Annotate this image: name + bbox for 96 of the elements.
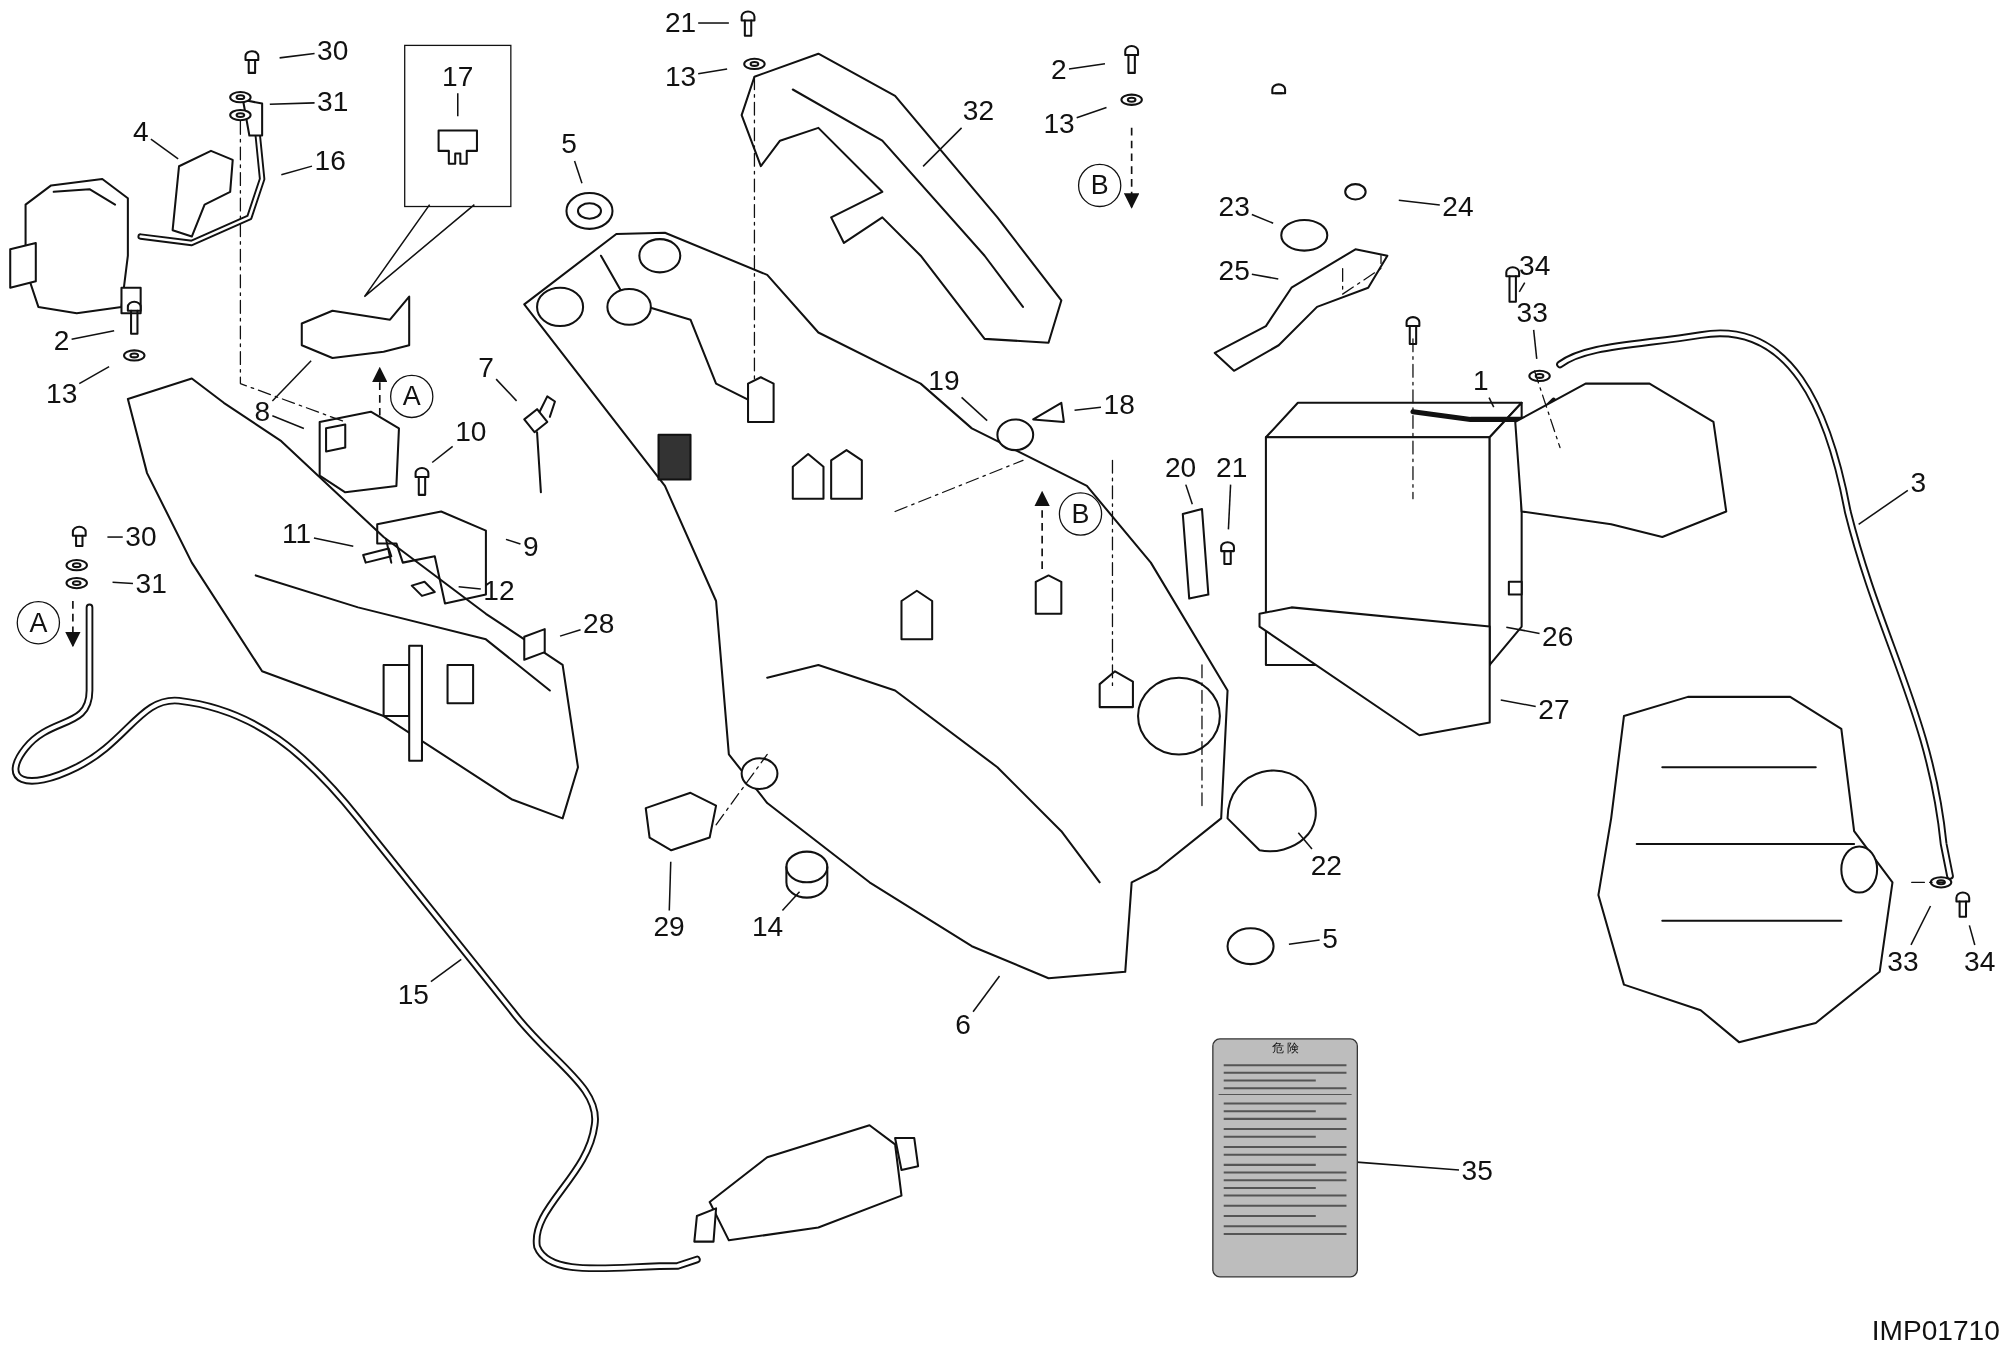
callout-number: 21 [1214,452,1249,484]
leader-line [271,359,312,402]
leader-line [1075,106,1108,119]
leader-line [781,890,801,912]
leader-line [70,330,115,341]
callout-number: 28 [581,608,616,640]
leader-line [495,378,518,402]
leader-line [457,92,459,118]
leader-line [1505,626,1541,635]
callout-number: 8 [253,396,272,428]
callout-number: 31 [134,569,169,600]
callout-number: 13 [663,61,698,93]
leader-line [280,165,313,176]
leader-line [668,861,672,912]
leader-line [431,445,454,464]
callout-number: 32 [961,95,996,127]
leader-line [1968,924,1976,946]
leader-line [106,536,124,538]
leader-line [1500,699,1537,708]
callout-number: 30 [124,521,158,553]
inset-frame [404,44,512,208]
leader-line [960,396,988,422]
callout-number: 2 [52,326,71,357]
leader-line [1288,939,1321,945]
callout-number: 19 [927,365,961,397]
leader-line [505,538,522,545]
callout-number: 6 [953,1010,973,1041]
callout-number: 34 [1517,250,1552,282]
leader-line [278,52,316,59]
leader-line [1532,329,1538,360]
callout-number: 30 [315,35,350,67]
leader-line [313,537,355,547]
leader-line [1910,905,1932,946]
callout-number: 9 [521,531,540,563]
leader-line [697,68,728,75]
leader-line [697,22,730,24]
callout-number: 5 [1320,923,1340,954]
leader-line [1857,489,1909,526]
warning-label [1212,1038,1358,1278]
leader-line [559,628,582,637]
leader-line [1185,483,1194,505]
reference-circle: A [390,374,434,419]
callout-number: 13 [1042,108,1076,140]
leader-line [269,102,316,106]
callout-number: 24 [1441,191,1475,223]
warning-heading: 危 険 [1270,1042,1300,1057]
callout-number: 2 [1049,55,1069,86]
leader-line [111,581,134,585]
leader-line [1251,213,1274,224]
leader-line [1398,199,1441,206]
leader-line [1073,406,1102,412]
leader-line [1518,281,1526,293]
callout-number: 5 [560,129,579,160]
callout-number: 10 [453,416,488,448]
leader-line [1068,63,1106,70]
leader-line [150,138,179,160]
leader-line [430,958,462,983]
leader-line [1227,483,1232,531]
callout-number: 21 [663,7,698,39]
callout-number: 3 [1909,468,1928,499]
reference-circle: B [1077,163,1122,208]
callout-number: 12 [482,575,516,607]
callout-number: 26 [1540,621,1575,653]
callout-number: 34 [1962,946,1997,977]
callout-number: 18 [1102,390,1137,421]
callout-number: 20 [1163,452,1198,484]
callout-number: 7 [476,352,496,384]
reference-circle: B [1058,492,1103,536]
leader-line [78,365,110,385]
callout-number: 23 [1217,191,1252,223]
callout-number: 11 [280,519,313,550]
leader-line [922,127,963,168]
callout-number: 13 [44,378,79,410]
callout-number: 14 [750,911,785,943]
callout-number: 4 [131,116,150,148]
leader-line [972,975,1001,1013]
callout-number: 27 [1537,694,1571,725]
callout-number: 33 [1886,946,1920,977]
callout-number: 1 [1471,365,1490,397]
callout-number: 17 [440,61,475,92]
callout-number: 29 [652,911,686,943]
callout-number: 16 [313,145,348,177]
leader-line [1251,273,1280,280]
callout-number: 33 [1515,297,1550,329]
leader-line [271,415,305,430]
callout-number: 35 [1460,1155,1495,1187]
callout-number: 31 [315,86,350,118]
leader-line [457,586,482,590]
reference-circle: A [16,601,61,645]
leader-line [573,160,583,185]
callout-number: 22 [1309,850,1344,881]
callout-number: 25 [1217,255,1252,287]
drawing-code: IMP01710 [1871,1314,2000,1348]
leader-line [1488,396,1495,408]
callout-number: 15 [396,979,431,1011]
leader-line [1297,832,1313,850]
